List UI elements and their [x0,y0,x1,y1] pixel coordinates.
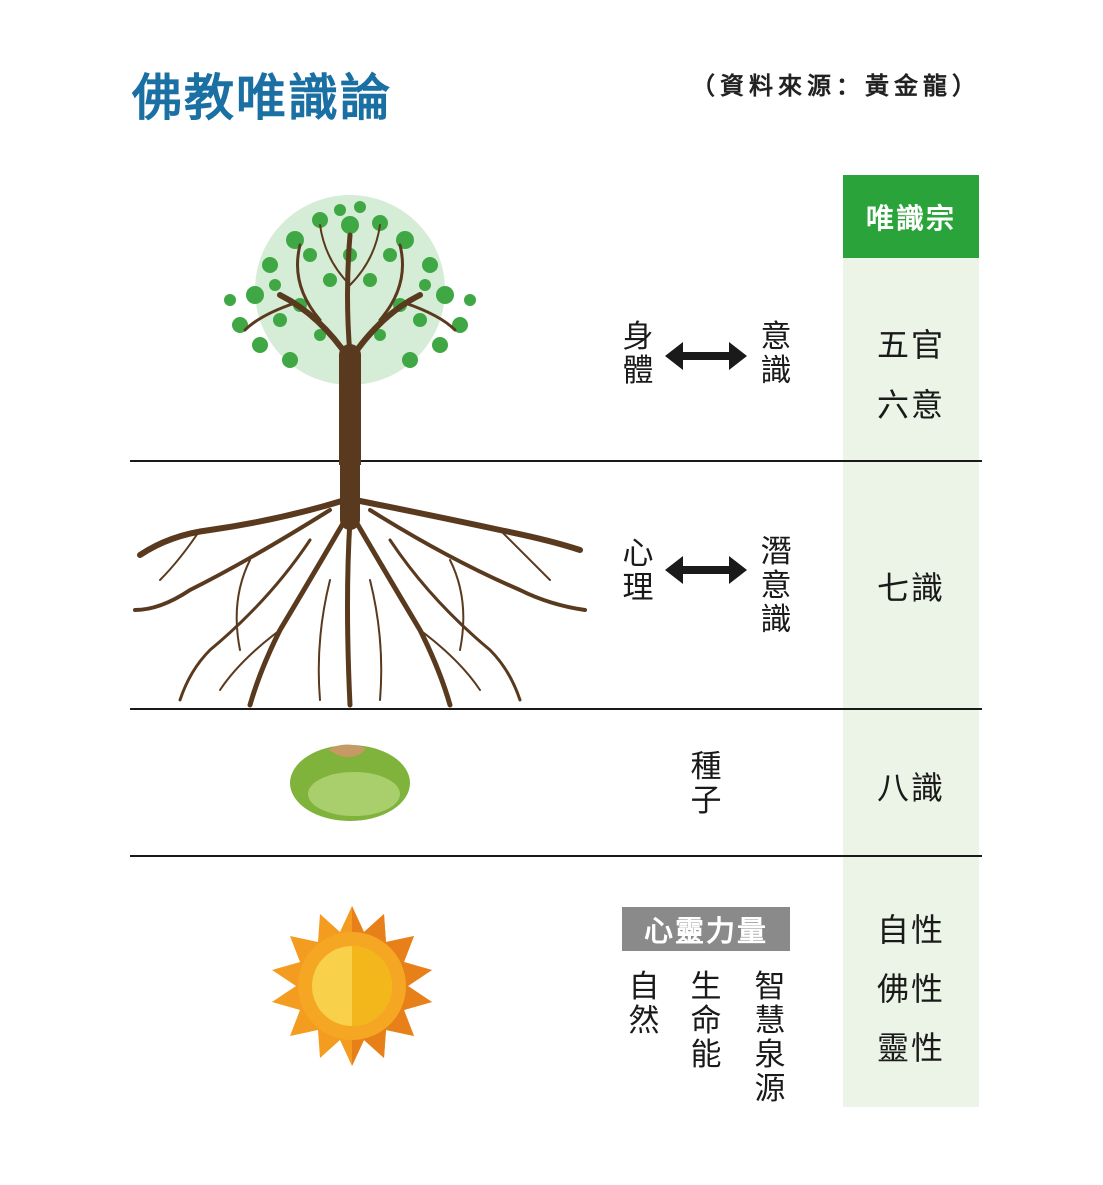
body-label: 身體 [622,319,654,389]
roots-icon [133,460,587,708]
row3-col-line1: 八識 [876,769,945,807]
row4-col-line1: 自性 [876,911,945,949]
wisdom-source-label: 智慧泉源 [754,969,786,1107]
mind-label: 心理 [622,536,654,606]
divider-1 [130,460,982,462]
divider-2 [130,708,982,710]
category-column [843,175,979,1107]
page-title: 佛教唯識論 [132,69,392,127]
row2-col-line1: 七識 [876,569,945,607]
seed-label: 種子 [690,749,722,819]
consciousness-label: 意識 [760,319,792,389]
tree-icon [224,195,476,465]
source-note: （資料來源：黃金龍） [691,72,981,100]
spiritual-power-badge: 心靈力量 [622,907,790,951]
row4-col-line3: 靈性 [876,1029,945,1067]
double-arrow-icon [665,556,747,584]
subconscious-label: 潛意識 [760,534,792,638]
row1-col-line2: 六意 [876,386,945,424]
sun-icon [272,906,432,1066]
row4-col-line2: 佛性 [876,970,945,1008]
column-header: 唯識宗 [843,175,979,258]
life-energy-label: 生命能 [690,969,722,1073]
nature-label: 自然 [628,969,660,1039]
divider-3 [130,855,982,857]
double-arrow-icon [665,342,747,370]
seed-icon [290,744,410,821]
row1-col-line1: 五官 [876,326,945,364]
